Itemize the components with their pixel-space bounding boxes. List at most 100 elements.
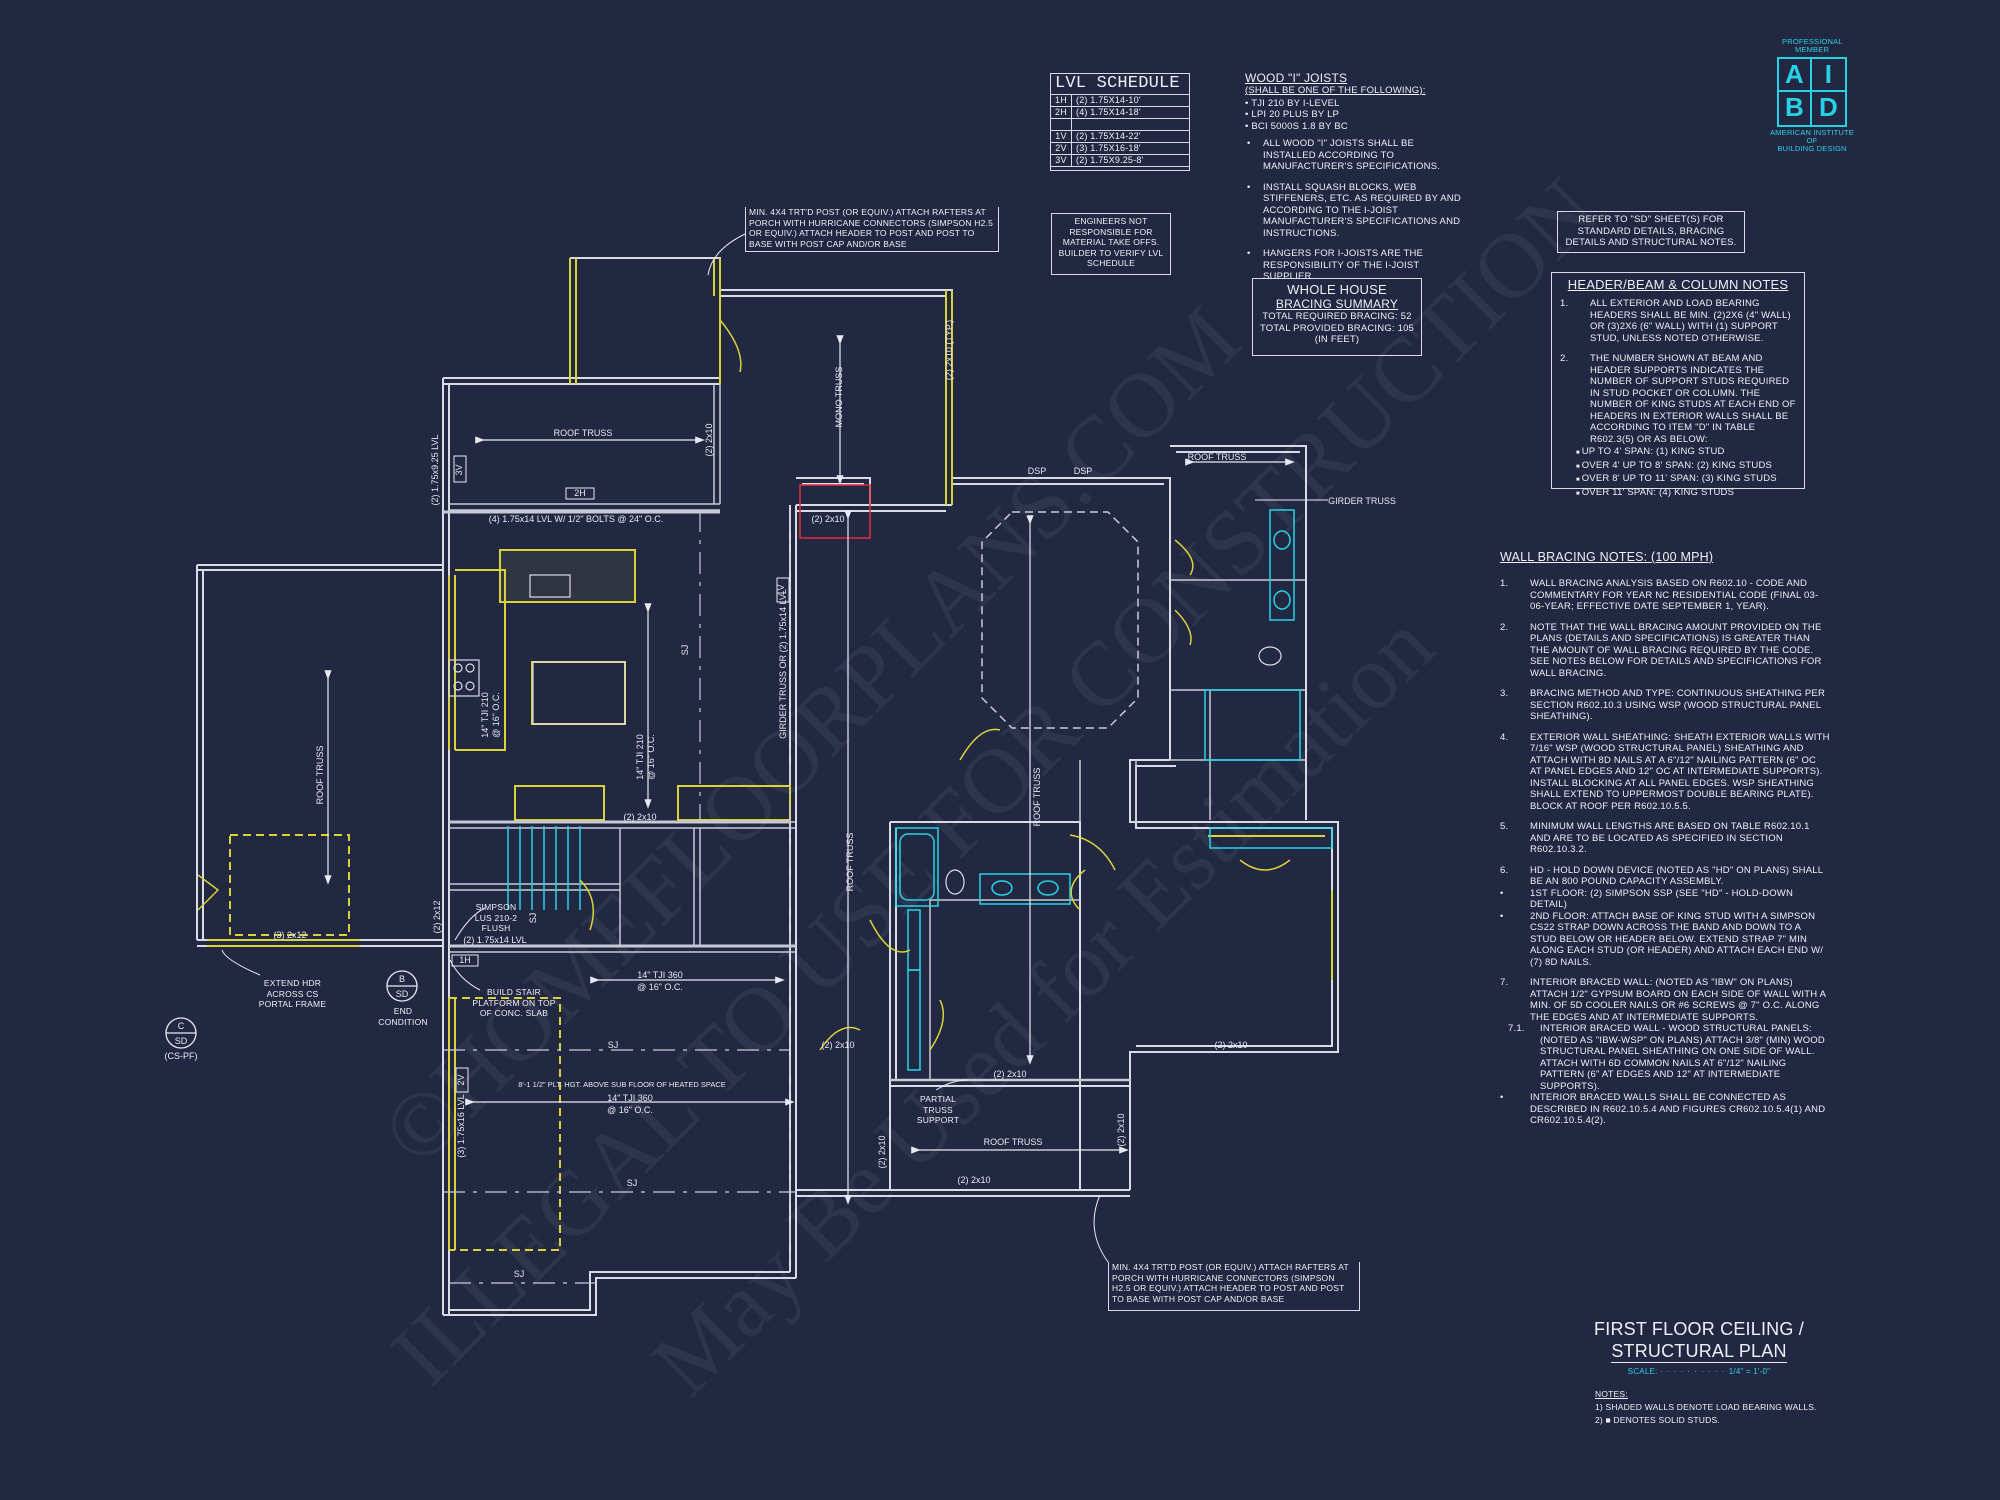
scale-value: 1/4" = 1'-0" (1728, 1367, 1771, 1376)
logo-letter-b: B (1779, 92, 1812, 125)
sheet-title-line-2: STRUCTURAL PLAN (1611, 1341, 1787, 1363)
partial-truss-callout: PARTIAL TRUSS SUPPORT (910, 1094, 966, 1126)
bracing-title-1: WHOLE HOUSE (1287, 282, 1387, 297)
scale-dots: · · · · · · · · · · (1659, 1367, 1729, 1376)
lvl-row: 2H(4) 1.75x14-18' (1051, 107, 1189, 119)
bracing-title-2: BRACING SUMMARY (1275, 297, 1399, 311)
roof-truss-label-2: ROOF TRUSS (315, 746, 325, 805)
header-note-1-text: ALL EXTERIOR AND LOAD BEARING HEADERS SH… (1590, 298, 1791, 344)
hdr-2x12-label: (2) 2x12 (432, 900, 442, 933)
porch-callout-top: MIN. 4x4 TRT'D POST (OR EQUIV.) ATTACH R… (745, 207, 999, 252)
lvl-row-id: 1V (1051, 131, 1072, 142)
title-note-2: 2) ■ DENOTES SOLID STUDS. (1595, 1415, 1720, 1425)
tag-1h: 1H (459, 955, 471, 965)
wall-bracing-note-8: •INTERIOR BRACED WALLS SHALL BE CONNECTE… (1500, 1092, 1826, 1126)
oc16-label-4: @ 16" O.C. (646, 734, 656, 780)
hdr-2x10-label-5: (2) 2x10 (1214, 1040, 1247, 1050)
girder-truss-label: GIRDER TRUSS (1328, 496, 1396, 506)
joist-note-text: INSTALL SQUASH BLOCKS, WEB STIFFENERS, E… (1263, 181, 1461, 239)
lvl-side-label: (2) 1.75x9.25 LVL (430, 435, 440, 506)
wall-bracing-note-5: 5.MINIMUM WALL LENGTHS ARE BASED ON TABL… (1500, 821, 1810, 855)
sheet-scale: SCALE: · · · · · · · · · · 1/4" = 1'-0" (1574, 1367, 1824, 1376)
leader-lines (221, 233, 1328, 1263)
title-note-1: 1) SHADED WALLS DENOTE LOAD BEARING WALL… (1595, 1402, 1817, 1412)
marker-cs-pf: (CS-PF) (165, 1051, 198, 1061)
tji-210-label-1: 14" TJI 210 (480, 692, 490, 738)
tag-1v: 1V (776, 584, 786, 595)
fireplace (799, 484, 871, 539)
porch-callout-bottom: MIN. 4x4 TRT'D POST (OR EQUIV.) ATTACH R… (1108, 1262, 1360, 1311)
wall-bracing-note-4-text: EXTERIOR WALL SHEATHING: SHEATH EXTERIOR… (1530, 731, 1830, 812)
wall-bracing-note-6b: •2ND FLOOR: ATTACH BASE OF KING STUD WIT… (1500, 910, 1824, 968)
roof-truss-label-3: ROOF TRUSS (1032, 768, 1042, 827)
tji-360-label-1: 14" TJI 360 (637, 970, 683, 980)
lvl-row-id: 1H (1051, 95, 1072, 106)
wall-bracing-note-6a: •1ST FLOOR: (2) SIMPSON SSP (SEE "HD" - … (1500, 887, 1794, 911)
refer-note: REFER TO "SD" SHEET(S) FOR STANDARD DETA… (1557, 211, 1745, 253)
span-item: ■ OVER 8' UP TO 11' SPAN: (3) KING STUDS (1576, 473, 1796, 487)
lvl-row-spec: (3) 1.75x16-18' (1076, 143, 1141, 153)
lvl-3-16-label: (3) 1.75x16 LVL (456, 1094, 466, 1157)
bracing-summary: WHOLE HOUSE BRACING SUMMARY TOTAL REQUIR… (1252, 278, 1422, 356)
square-bullet-icon: ■ (1576, 450, 1582, 456)
square-bullet-icon: ■ (1576, 477, 1582, 483)
joist-item: • TJI 210 BY I-LEVEL (1245, 98, 1465, 110)
bracing-unit: (IN FEET) (1314, 334, 1360, 345)
logo-bottom-2: OF (1806, 136, 1818, 145)
joist-note: •INSTALL SQUASH BLOCKS, WEB STIFFENERS, … (1245, 182, 1465, 240)
sj-label-1: SJ (680, 645, 690, 656)
joist-notes: WOOD "I" JOISTS (SHALL BE ONE OF THE FOL… (1245, 71, 1465, 292)
logo-bottom-3: BUILDING DESIGN (1777, 144, 1847, 153)
exterior-walls (196, 257, 1339, 1316)
sj-label-3: SJ (627, 1178, 638, 1188)
load-bearing-walls (207, 258, 1333, 1251)
refer-note-text: REFER TO "SD" SHEET(S) FOR STANDARD DETA… (1565, 214, 1737, 248)
square-bullet-icon: ■ (1576, 490, 1582, 497)
hdr-2x10-label-7: (2) 2x10 (877, 1135, 887, 1168)
logo-letter-a: A (1779, 59, 1812, 92)
title-block: FIRST FLOOR CEILING / STRUCTURAL PLAN SC… (1574, 1318, 1824, 1376)
joist-note-text: HANGERS FOR I-JOISTS ARE THE RESPONSIBIL… (1263, 248, 1424, 282)
simpson-callout-text: SIMPSON LUS 210-2 FLUSH (474, 902, 518, 933)
plumbing-fixtures (507, 509, 1333, 1071)
lvl-row-spec: (2) 1.75x9.25-8' (1076, 155, 1144, 165)
tag-boxes (451, 455, 790, 1093)
dsp-label-2: DSP (1074, 466, 1093, 476)
lvl-bolts-label: (4) 1.75x14 LVL W/ 1/2" BOLTS @ 24" O.C. (489, 514, 663, 524)
engineers-note-text: ENGINEERS NOT RESPONSIBLE FOR MATERIAL T… (1058, 216, 1164, 268)
end-condition-callout: END CONDITION (375, 1006, 431, 1027)
sj-label-4: SJ (514, 1269, 525, 1279)
span-item: ■ OVER 4' UP TO 8' SPAN: (2) KING STUDS (1576, 460, 1796, 474)
extend-hdr-text: EXTEND HDR ACROSS CS PORTAL FRAME (258, 978, 327, 1009)
logo-letter-d: D (1819, 92, 1838, 122)
joist-item-text: BCI 5000s 1.8 BY BC (1251, 120, 1348, 132)
wall-bracing-note-4: 4.EXTERIOR WALL SHEATHING: SHEATH EXTERI… (1500, 731, 1830, 812)
logo-letter-i: I (1812, 59, 1845, 92)
end-condition-text: END CONDITION (378, 1006, 428, 1027)
lvl-row: 1H(2) 1.75x14-10' (1051, 95, 1189, 107)
lvl-row-spec (1072, 119, 1076, 130)
roof-truss-label-1: ROOF TRUSS (554, 428, 613, 438)
marker-c-sd: SD (175, 1036, 188, 1046)
king-stud-span-list: ■ UP TO 4' SPAN: (1) KING STUD■ OVER 4' … (1560, 446, 1796, 500)
wall-bracing-note-7: 7.INTERIOR BRACED WALL: (NOTED AS "IBW" … (1500, 977, 1826, 1023)
wall-bracing-note-71-text: INTERIOR BRACED WALL - WOOD STRUCTURAL P… (1540, 1023, 1825, 1092)
wall-bracing-notes: WALL BRACING NOTES: (100 MPH) 1.WALL BRA… (1500, 550, 1830, 1136)
bullet-icon: • (1245, 120, 1252, 132)
girder-or-lvl-label: GIRDER TRUSS OR (2) 1.75x14 LVL (778, 589, 788, 739)
lvl-row-id: 2V (1051, 143, 1072, 154)
marker-c: C (178, 1021, 185, 1031)
dsp-label-1: DSP (1028, 466, 1047, 476)
wall-bracing-note-5-text: MINIMUM WALL LENGTHS ARE BASED ON TABLE … (1530, 821, 1810, 855)
stair-callout: BUILD STAIR PLATFORM ON TOP OF CONC. SLA… (470, 987, 558, 1019)
watermark-2: ILLEGAL TO USE FOR CONSTRUCTION (372, 159, 1618, 1405)
roof-truss-label-4: ROOF TRUSS (845, 833, 855, 892)
square-bullet-icon: ■ (1576, 463, 1582, 470)
logo-grid: A I B D (1777, 57, 1847, 127)
wall-bracing-note-7-text: INTERIOR BRACED WALL: (NOTED AS "IBW" ON… (1530, 977, 1826, 1023)
title-notes: NOTES: 1) SHADED WALLS DENOTE LOAD BEARI… (1595, 1388, 1835, 1427)
lvl-row: 1V(2) 1.75x14-22' (1051, 131, 1189, 143)
wall-bracing-note-8-text: INTERIOR BRACED WALLS SHALL BE CONNECTED… (1530, 1092, 1826, 1126)
wall-bracing-note-1: 1.WALL BRACING ANALYSIS BASED ON R602.10… (1500, 578, 1819, 612)
